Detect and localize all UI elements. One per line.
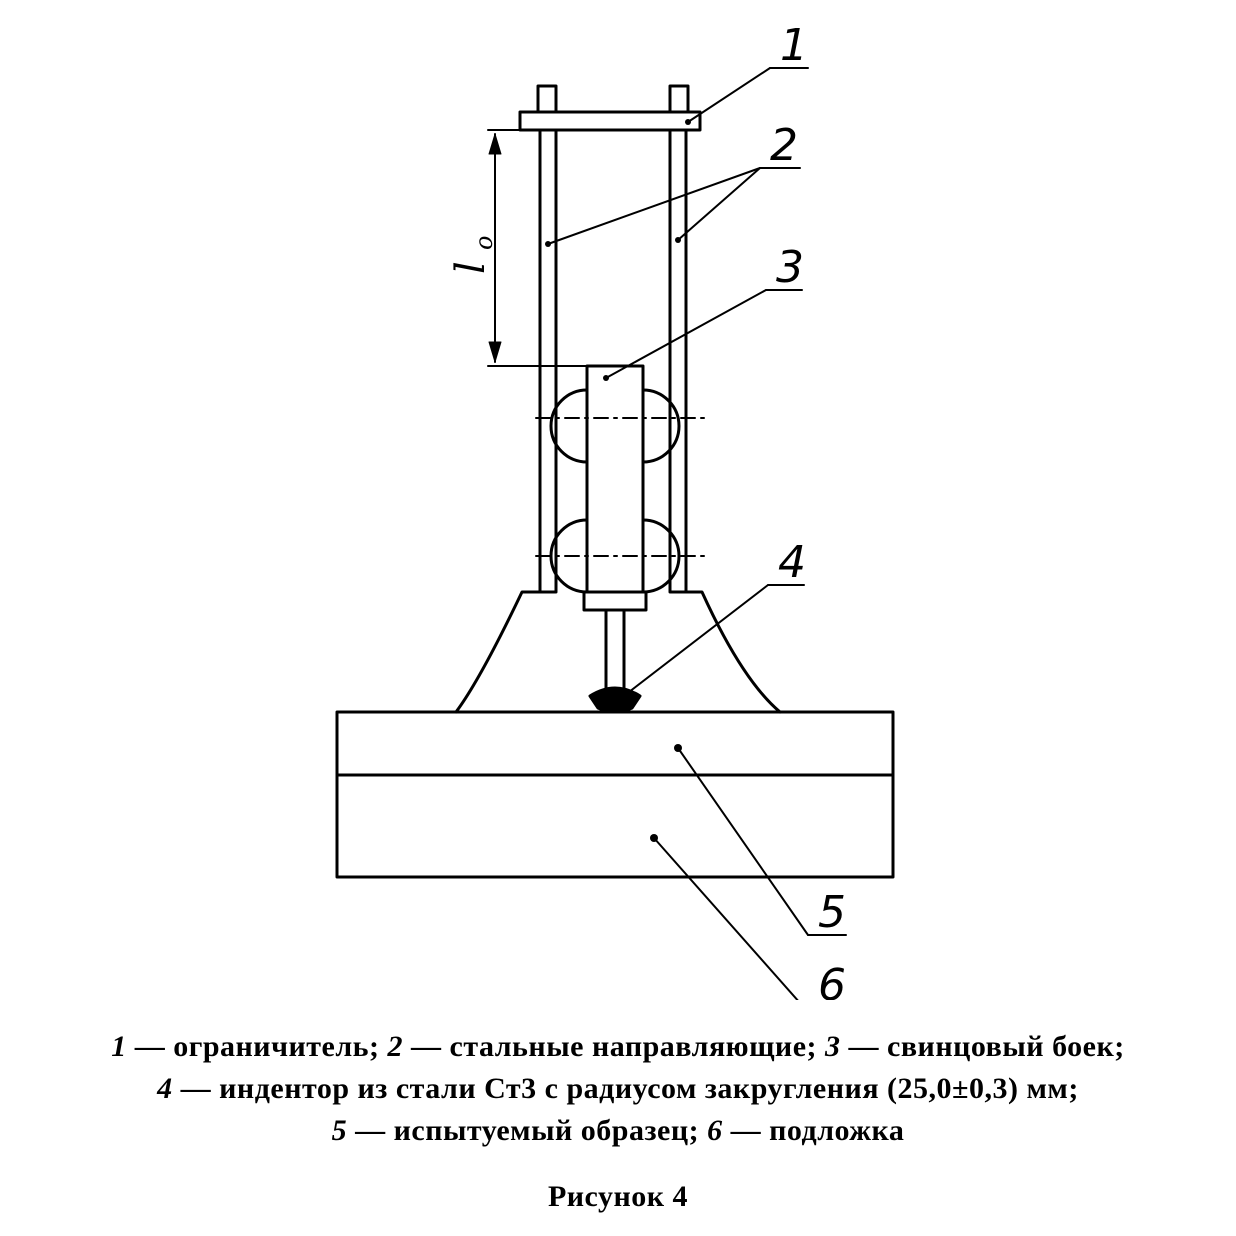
callout-6: 6 (818, 960, 846, 1000)
callout-1: 1 (780, 20, 808, 71)
indenter (588, 608, 642, 714)
steel-guide-left (538, 128, 558, 594)
legend-line-1: 1 — ограничитель; 2 — стальные направляю… (0, 1030, 1236, 1064)
substrate (335, 773, 895, 879)
legend-num-1: 1 (111, 1030, 127, 1063)
test-apparatus-diagram: l o 1 2 3 4 5 6 (335, 20, 895, 1000)
callout-4: 4 (778, 537, 806, 588)
figure-caption: Рисунок 4 (547, 1180, 689, 1213)
legend-text-5: — испытуемый образец; (347, 1114, 708, 1147)
callout-2: 2 (770, 120, 798, 171)
legend-line-3: 5 — испытуемый образец; 6 — подложка (0, 1114, 1236, 1148)
legend-num-3: 3 (825, 1030, 841, 1063)
legend-text-2: — стальные направляющие; (403, 1030, 826, 1063)
dimension-l0 (487, 129, 588, 367)
leader-lines (547, 67, 847, 1000)
dimension-label: l (448, 261, 494, 274)
legend-num-6: 6 (707, 1114, 723, 1147)
callout-3: 3 (776, 242, 804, 293)
legend-text-6: — подложка (722, 1114, 905, 1147)
legend-text-1: — ограничитель; (126, 1030, 388, 1063)
legend-num-5: 5 (331, 1114, 348, 1147)
base-stand (454, 590, 782, 714)
test-specimen (335, 710, 895, 777)
callout-5: 5 (818, 887, 846, 938)
lead-striker (535, 364, 705, 612)
legend-num-2: 2 (387, 1030, 404, 1063)
legend-text-3: — свинцовый боек; (840, 1030, 1125, 1063)
steel-guide-right (668, 128, 688, 594)
limiter-plate (518, 84, 702, 132)
legend-line-2: 4 — индентор из стали Ст3 с радиусом зак… (0, 1072, 1236, 1106)
dimension-subscript: o (470, 236, 498, 250)
legend-num-4: 4 (157, 1072, 173, 1105)
legend-text-4: — индентор из стали Ст3 с радиусом закру… (172, 1072, 1079, 1105)
